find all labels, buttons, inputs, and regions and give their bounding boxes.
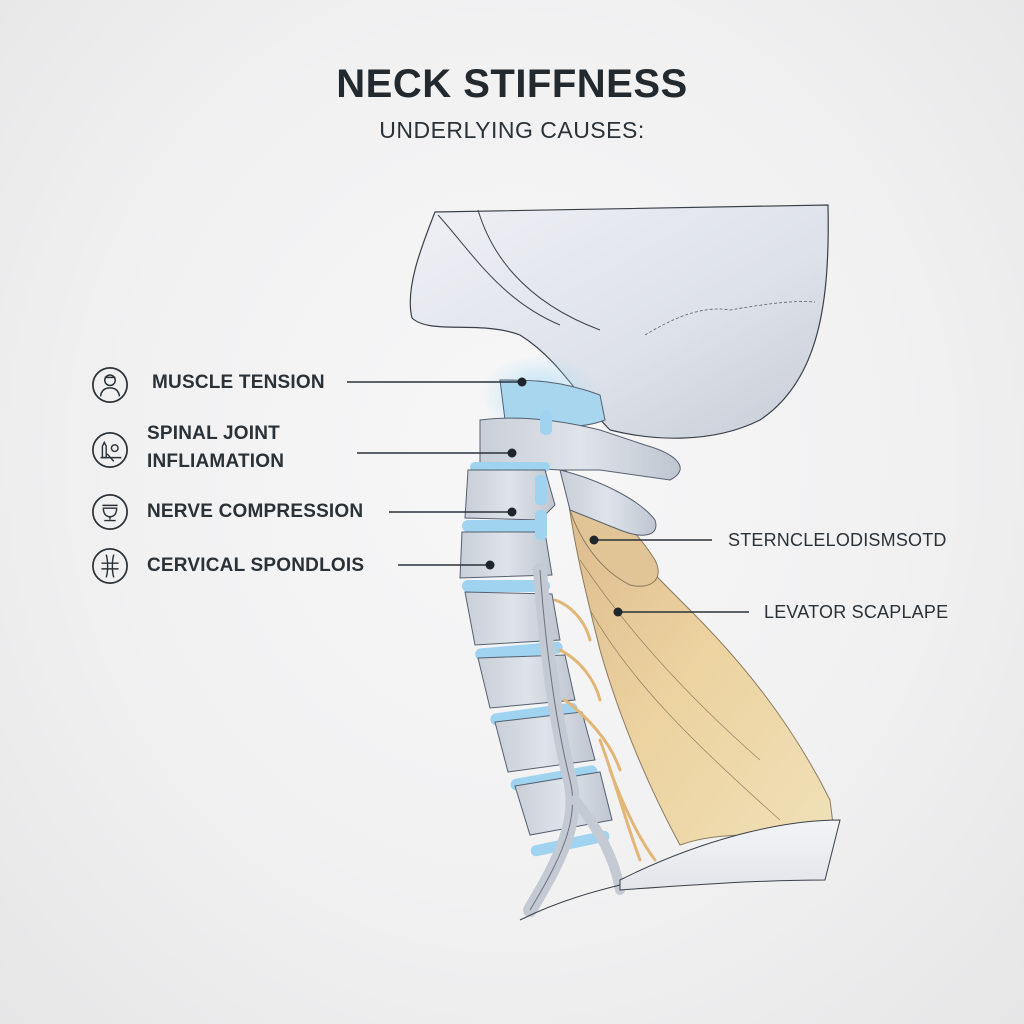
cup-icon [92,494,128,530]
cause-label-muscle-tension: MUSCLE TENSION [152,372,325,393]
spine-icon [92,548,128,584]
muscle-label-levator-scapulae: LEVATOR SCAPLAPE [764,602,949,622]
skull [409,204,829,439]
cause-pointers [347,377,527,570]
cause-label-spinal-joint-line2: INFLIAMATION [147,451,285,472]
page-subtitle: UNDERLYING CAUSES: [379,117,645,143]
cause-label-spinal-joint-line1: SPINAL JOINT [147,423,280,444]
nerve-roots [553,598,657,862]
cause-label-nerve-compression: NERVE COMPRESSION [147,501,364,522]
cause-label-cervical-spondylosis: CERVICAL SPONDLOIS [147,555,365,576]
person-icon [92,367,128,403]
muscle-pointers [589,535,749,617]
muscle-label-sternocleidomastoid: STERNCLELODISMSOTD [728,530,947,550]
joint-icon [92,432,128,468]
shoulder [619,819,841,891]
page-title: NECK STIFFNESS [336,62,688,106]
